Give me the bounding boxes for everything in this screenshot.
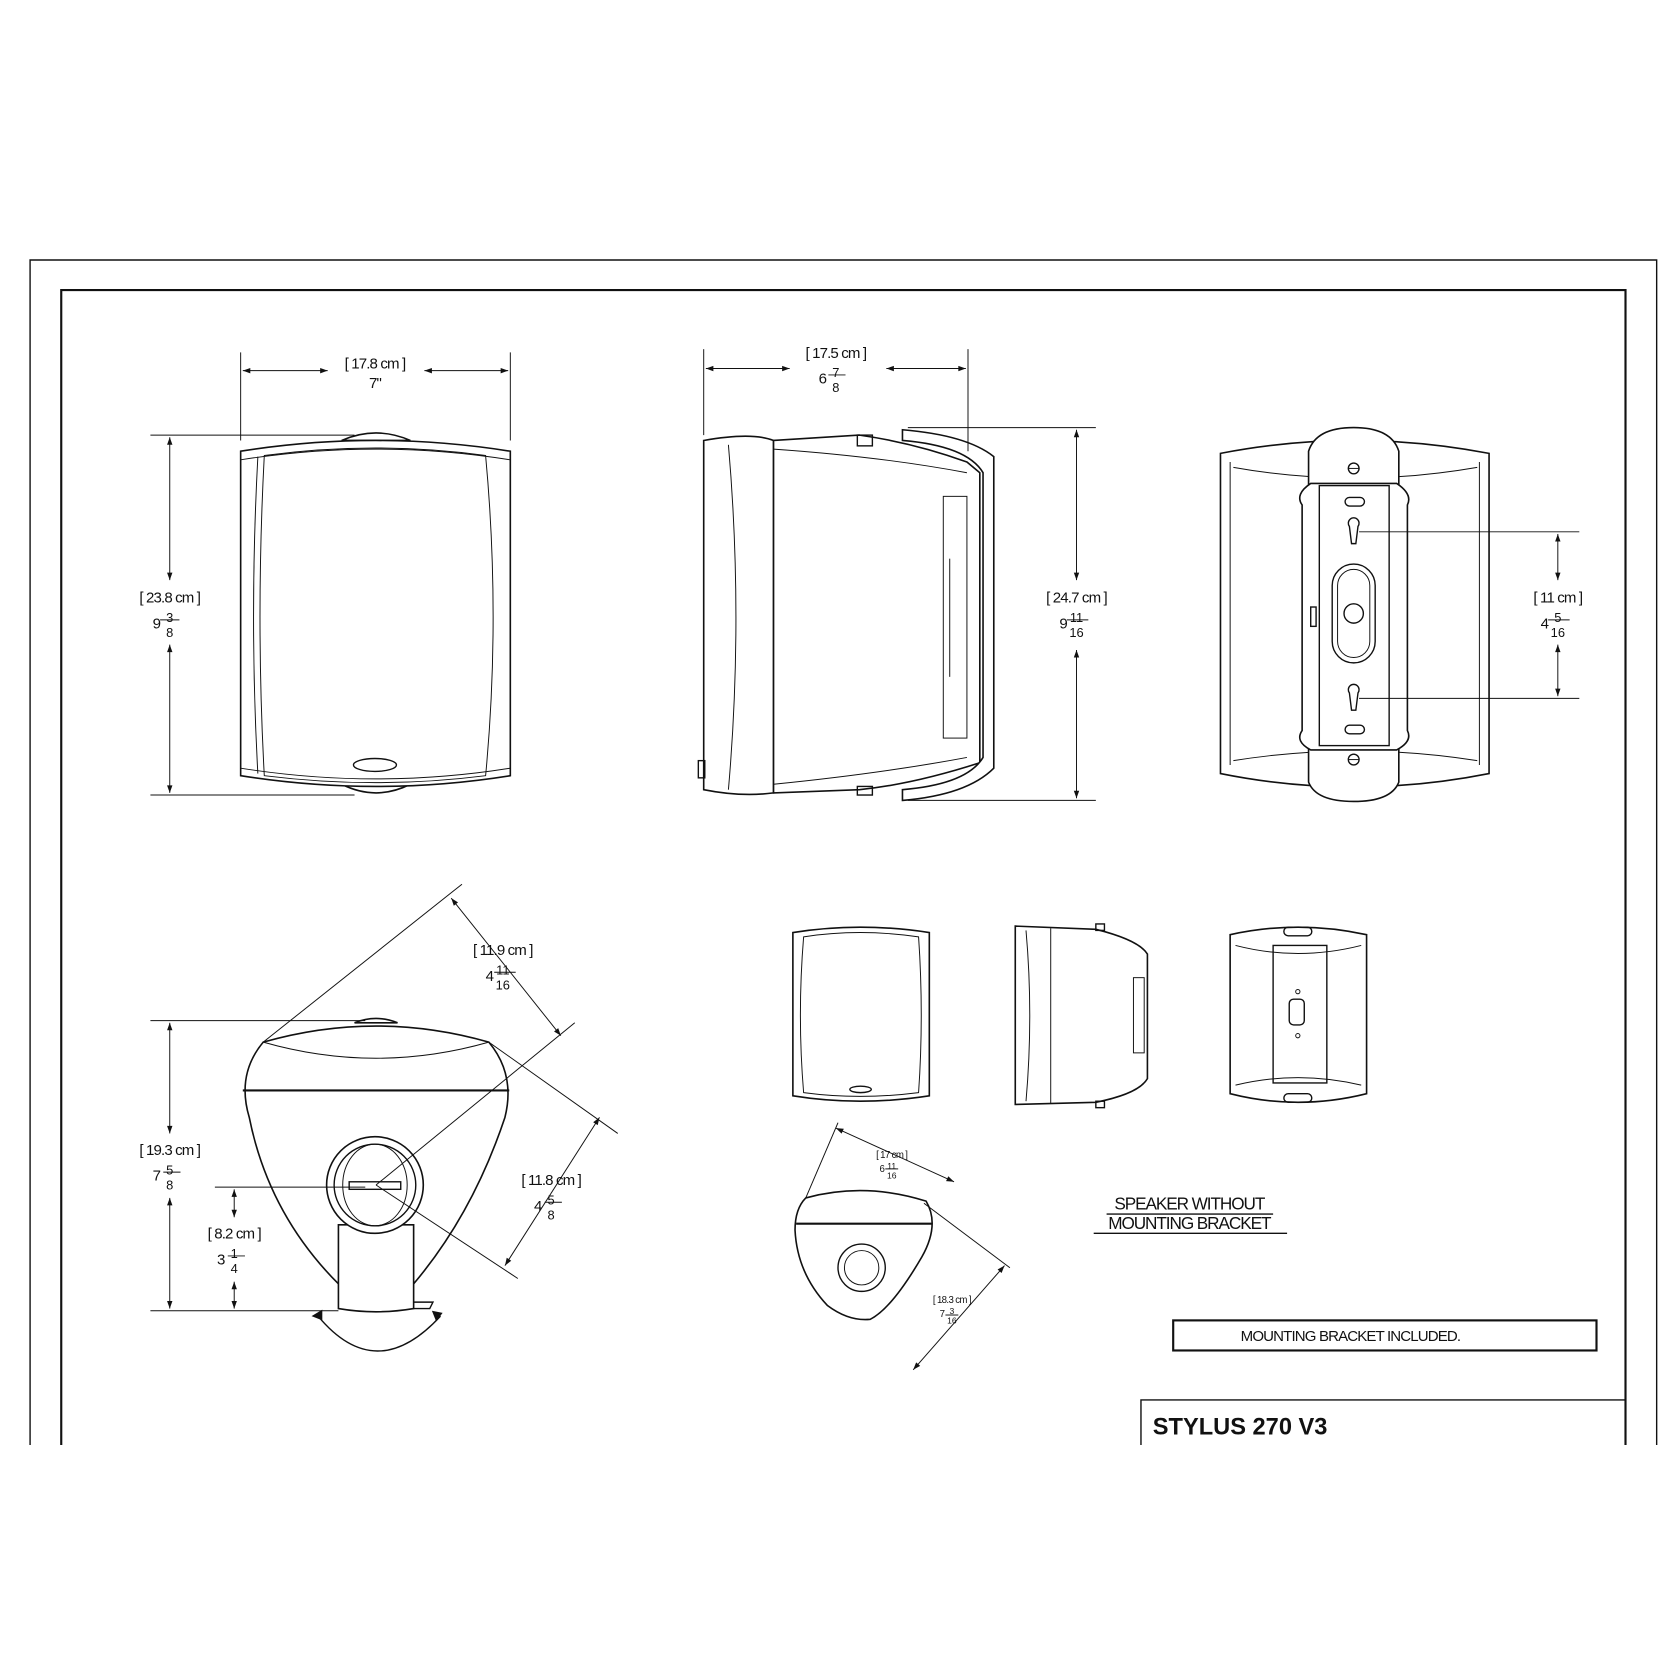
profile-view <box>242 883 619 1352</box>
metric-label: [ 19.3 cm ] <box>139 1142 200 1159</box>
inch-denominator: 16 <box>1069 625 1083 640</box>
inch-whole: 6 <box>819 371 827 388</box>
metric-label: [ 17.8 cm ] <box>345 356 406 373</box>
metric-label: [ 11.9 cm ] <box>473 942 533 959</box>
label-line-1: SPEAKER WITHOUT <box>1114 1194 1265 1214</box>
title-block: STYLUS 270 V3 <box>1140 1399 1626 1446</box>
small-back-view <box>1229 926 1368 1104</box>
inch-denominator: 16 <box>947 1316 957 1326</box>
inch-whole: 7 <box>153 1168 161 1185</box>
small-side-view <box>1014 923 1149 1109</box>
back-view <box>1219 426 1490 803</box>
model-title: STYLUS 270 V3 <box>1153 1414 1328 1440</box>
inch-numerator: 1 <box>231 1246 238 1261</box>
small-profile-view <box>794 1122 1011 1321</box>
metric-label: [ 18.3 cm ] <box>933 1295 971 1306</box>
inch-denominator: 16 <box>887 1171 897 1181</box>
inch-numerator: 5 <box>1554 610 1561 625</box>
inch-numerator: 5 <box>548 1192 555 1207</box>
inch-numerator: 11 <box>496 962 509 977</box>
inch-whole: 6 <box>879 1164 884 1175</box>
inch-denominator: 8 <box>832 380 839 395</box>
inch-whole: 4 <box>534 1198 542 1215</box>
inch-numerator: 7 <box>832 365 839 380</box>
inch-denominator: 4 <box>231 1261 238 1276</box>
inch-numerator: 5 <box>166 1162 173 1177</box>
inch-numerator: 3 <box>949 1306 954 1316</box>
inch-denominator: 8 <box>548 1207 555 1222</box>
bracket-included-text: MOUNTING BRACKET INCLUDED. <box>1241 1328 1461 1345</box>
metric-label: [ 8.2 cm ] <box>208 1226 262 1243</box>
inch-whole: 3 <box>217 1252 225 1269</box>
inch-denominator: 8 <box>166 1177 173 1192</box>
inch-whole: 9 <box>153 616 161 633</box>
side-view <box>697 428 995 802</box>
inch-denominator: 16 <box>1551 625 1565 640</box>
inch-whole: 7 <box>940 1309 945 1320</box>
inch-numerator: 11 <box>887 1161 896 1171</box>
inch-denominator: 8 <box>166 625 173 640</box>
inch-whole: 7" <box>369 375 382 392</box>
metric-label: [ 17 cm ] <box>876 1150 907 1161</box>
speaker-without-bracket-label: SPEAKER WITHOUT MOUNTING BRACKET <box>1093 1194 1288 1235</box>
label-line-2: MOUNTING BRACKET <box>1108 1213 1272 1233</box>
dimension-front-width: [ 17.8 cm ] 7" <box>345 356 407 392</box>
inch-whole: 9 <box>1059 616 1067 633</box>
inch-numerator: 11 <box>1070 610 1083 625</box>
front-view <box>239 432 512 794</box>
metric-label: [ 11 cm ] <box>1533 590 1582 607</box>
metric-label: [ 17.5 cm ] <box>805 345 866 362</box>
bracket-included-note: MOUNTING BRACKET INCLUDED. <box>1172 1319 1598 1352</box>
sheet-border <box>29 259 1658 1446</box>
inch-denominator: 16 <box>496 977 510 992</box>
metric-label: [ 23.8 cm ] <box>139 590 200 607</box>
metric-label: [ 11.8 cm ] <box>521 1172 581 1189</box>
inch-numerator: 3 <box>166 610 173 625</box>
inch-whole: 4 <box>486 968 494 985</box>
metric-label: [ 24.7 cm ] <box>1046 590 1107 607</box>
small-front-view <box>792 926 931 1103</box>
inch-whole: 4 <box>1541 616 1549 633</box>
